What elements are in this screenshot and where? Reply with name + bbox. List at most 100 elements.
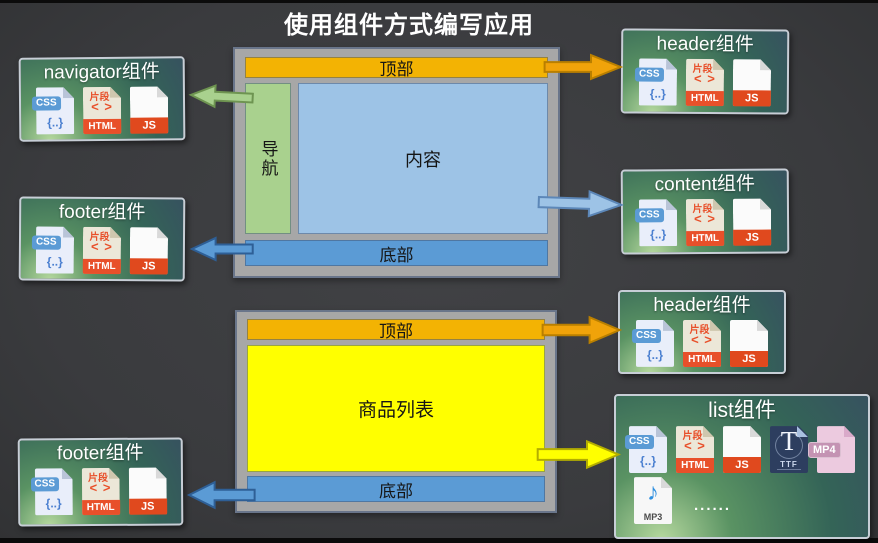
html-file-icon: 片段< >HTML xyxy=(81,468,120,515)
card-title: footer组件 xyxy=(58,201,146,224)
card-title: header组件 xyxy=(653,295,751,316)
html-file-icon: 片段< >HTML xyxy=(82,227,121,274)
page-title: 使用组件方式编写应用 xyxy=(284,12,534,39)
mp4-file-icon: MP4 xyxy=(808,426,855,474)
css-badge: CSS xyxy=(634,208,664,223)
icon-row: CSS{..} 片段< >HTML JS xyxy=(634,58,771,107)
js-file-icon: JS xyxy=(733,198,772,246)
folded-corner xyxy=(844,426,855,438)
angle-brackets: < > xyxy=(691,331,713,347)
arrow-nav-to-navigator xyxy=(188,82,254,110)
card-title: content组件 xyxy=(654,173,756,196)
js-file-icon: JS xyxy=(723,426,761,474)
wireframe-app-layout: 顶部 导航 内容 底部 xyxy=(233,47,560,278)
css-braces: {..} xyxy=(650,227,667,242)
card-title: footer组件 xyxy=(56,442,144,465)
wireframe-app-top-bar: 顶部 xyxy=(245,57,548,79)
html-badge: HTML xyxy=(81,499,120,515)
html-badge: HTML xyxy=(686,230,725,246)
wireframe-app-nav-panel: 导航 xyxy=(245,83,291,234)
angle-brackets: < > xyxy=(694,210,716,226)
css-file-icon: CSS{..} xyxy=(31,226,74,273)
css-badge: CSS xyxy=(632,328,661,343)
arrow-top-to-header-upper xyxy=(543,53,623,81)
wireframe-app-middle-row: 导航 内容 xyxy=(245,83,548,234)
html-file-icon: 片段< >HTML xyxy=(685,59,724,106)
js-badge: JS xyxy=(730,350,768,367)
js-file-icon: JS xyxy=(128,467,167,515)
icon-row: CSS {..} 片段< >HTML JS xyxy=(31,86,169,135)
css-badge: CSS xyxy=(30,477,60,492)
js-badge: JS xyxy=(723,457,761,474)
html-file-icon: 片段< >HTML xyxy=(83,87,122,135)
css-file-icon: CSS {..} xyxy=(30,468,72,515)
card-title: header组件 xyxy=(656,33,754,56)
js-file-icon: JS xyxy=(129,227,168,275)
js-file-icon: JS xyxy=(730,319,768,367)
js-badge: JS xyxy=(732,90,771,107)
css-braces: {..} xyxy=(47,115,64,130)
css-badge: CSS xyxy=(31,96,61,111)
icon-row: CSS{..} 片段< >HTML JS xyxy=(634,198,772,246)
css-file-icon: CSS {..} xyxy=(31,87,74,134)
css-file-icon: CSS {..} xyxy=(634,199,677,246)
card-header-component-upper: header组件 CSS{..} 片段< >HTML JS xyxy=(620,28,790,115)
card-content-component: content组件 CSS{..} 片段< >HTML JS xyxy=(620,168,790,255)
wireframe-list-bottom-bar: 底部 xyxy=(247,476,545,502)
js-file-icon: JS xyxy=(732,59,771,107)
card-footer-component-lower: footer组件 CSS{..} 片段< >HTML JS xyxy=(17,437,184,527)
html-badge: HTML xyxy=(676,458,714,474)
css-badge: CSS xyxy=(31,235,61,250)
wireframe-app-content-panel: 内容 xyxy=(298,83,548,234)
css-file-icon: CSS{..} xyxy=(625,426,667,474)
card-title: list组件 xyxy=(708,399,776,422)
ttf-letter: T xyxy=(780,426,798,457)
icon-row: CSS{..} 片段< >HTML JS xyxy=(31,226,168,275)
folded-corner xyxy=(757,319,768,331)
card-footer-component-upper: footer组件 CSS{..} 片段< >HTML JS xyxy=(18,196,186,282)
icon-row: CSS{..} 片段< > HTML JS xyxy=(632,319,768,367)
wireframe-app-bottom-bar: 底部 xyxy=(245,240,548,266)
wireframe-list-top-bar: 顶部 xyxy=(247,319,545,341)
html-badge: HTML xyxy=(683,351,721,367)
css-file-icon: CSS{..} xyxy=(634,58,677,105)
js-file-icon: JS xyxy=(130,86,169,134)
html-badge: HTML xyxy=(685,90,724,106)
angle-brackets: < > xyxy=(693,70,716,86)
folded-corner xyxy=(656,426,667,438)
angle-brackets: < > xyxy=(684,438,706,454)
card-header-component-lower: header组件 CSS{..} 片段< > HTML JS xyxy=(618,290,786,374)
js-badge: JS xyxy=(733,229,772,246)
html-file-icon: 片段< >HTML xyxy=(686,199,725,246)
folded-corner xyxy=(661,477,672,489)
css-file-icon: CSS{..} xyxy=(632,319,674,367)
arrow-top-to-header-lower xyxy=(541,315,622,345)
folded-corner xyxy=(63,227,74,238)
js-badge: JS xyxy=(128,498,167,515)
folded-corner xyxy=(157,227,168,238)
angle-brackets: < > xyxy=(89,479,112,495)
folded-corner xyxy=(710,319,721,331)
css-braces: {..} xyxy=(45,496,62,511)
arrow-content-to-content-card xyxy=(537,187,625,219)
mp3-file-icon: ♪MP3 xyxy=(634,477,672,525)
icon-row-second: ♪MP3 ...... xyxy=(620,477,864,525)
css-braces: {..} xyxy=(639,454,656,469)
angle-brackets: < > xyxy=(91,98,114,114)
ttf-ellipse xyxy=(775,432,803,460)
html-badge: HTML xyxy=(82,258,121,274)
fragment-label: 片段 xyxy=(689,324,710,336)
arrow-bottom-to-footer-upper xyxy=(190,236,254,262)
html-file-icon: 片段< >HTML xyxy=(676,426,714,474)
wireframe-list-layout: 顶部 商品列表 底部 xyxy=(235,310,557,513)
angle-brackets: < > xyxy=(90,238,113,254)
card-navigator-component: navigator组件 CSS{..} 片段< >HTML JS xyxy=(18,56,186,142)
bottom-black-strip xyxy=(0,538,878,543)
arrow-list-to-list-card xyxy=(536,439,621,470)
css-braces: {..} xyxy=(649,86,666,101)
wireframe-list-body-panel: 商品列表 xyxy=(247,345,545,472)
html-file-icon: 片段< > HTML xyxy=(683,319,721,367)
